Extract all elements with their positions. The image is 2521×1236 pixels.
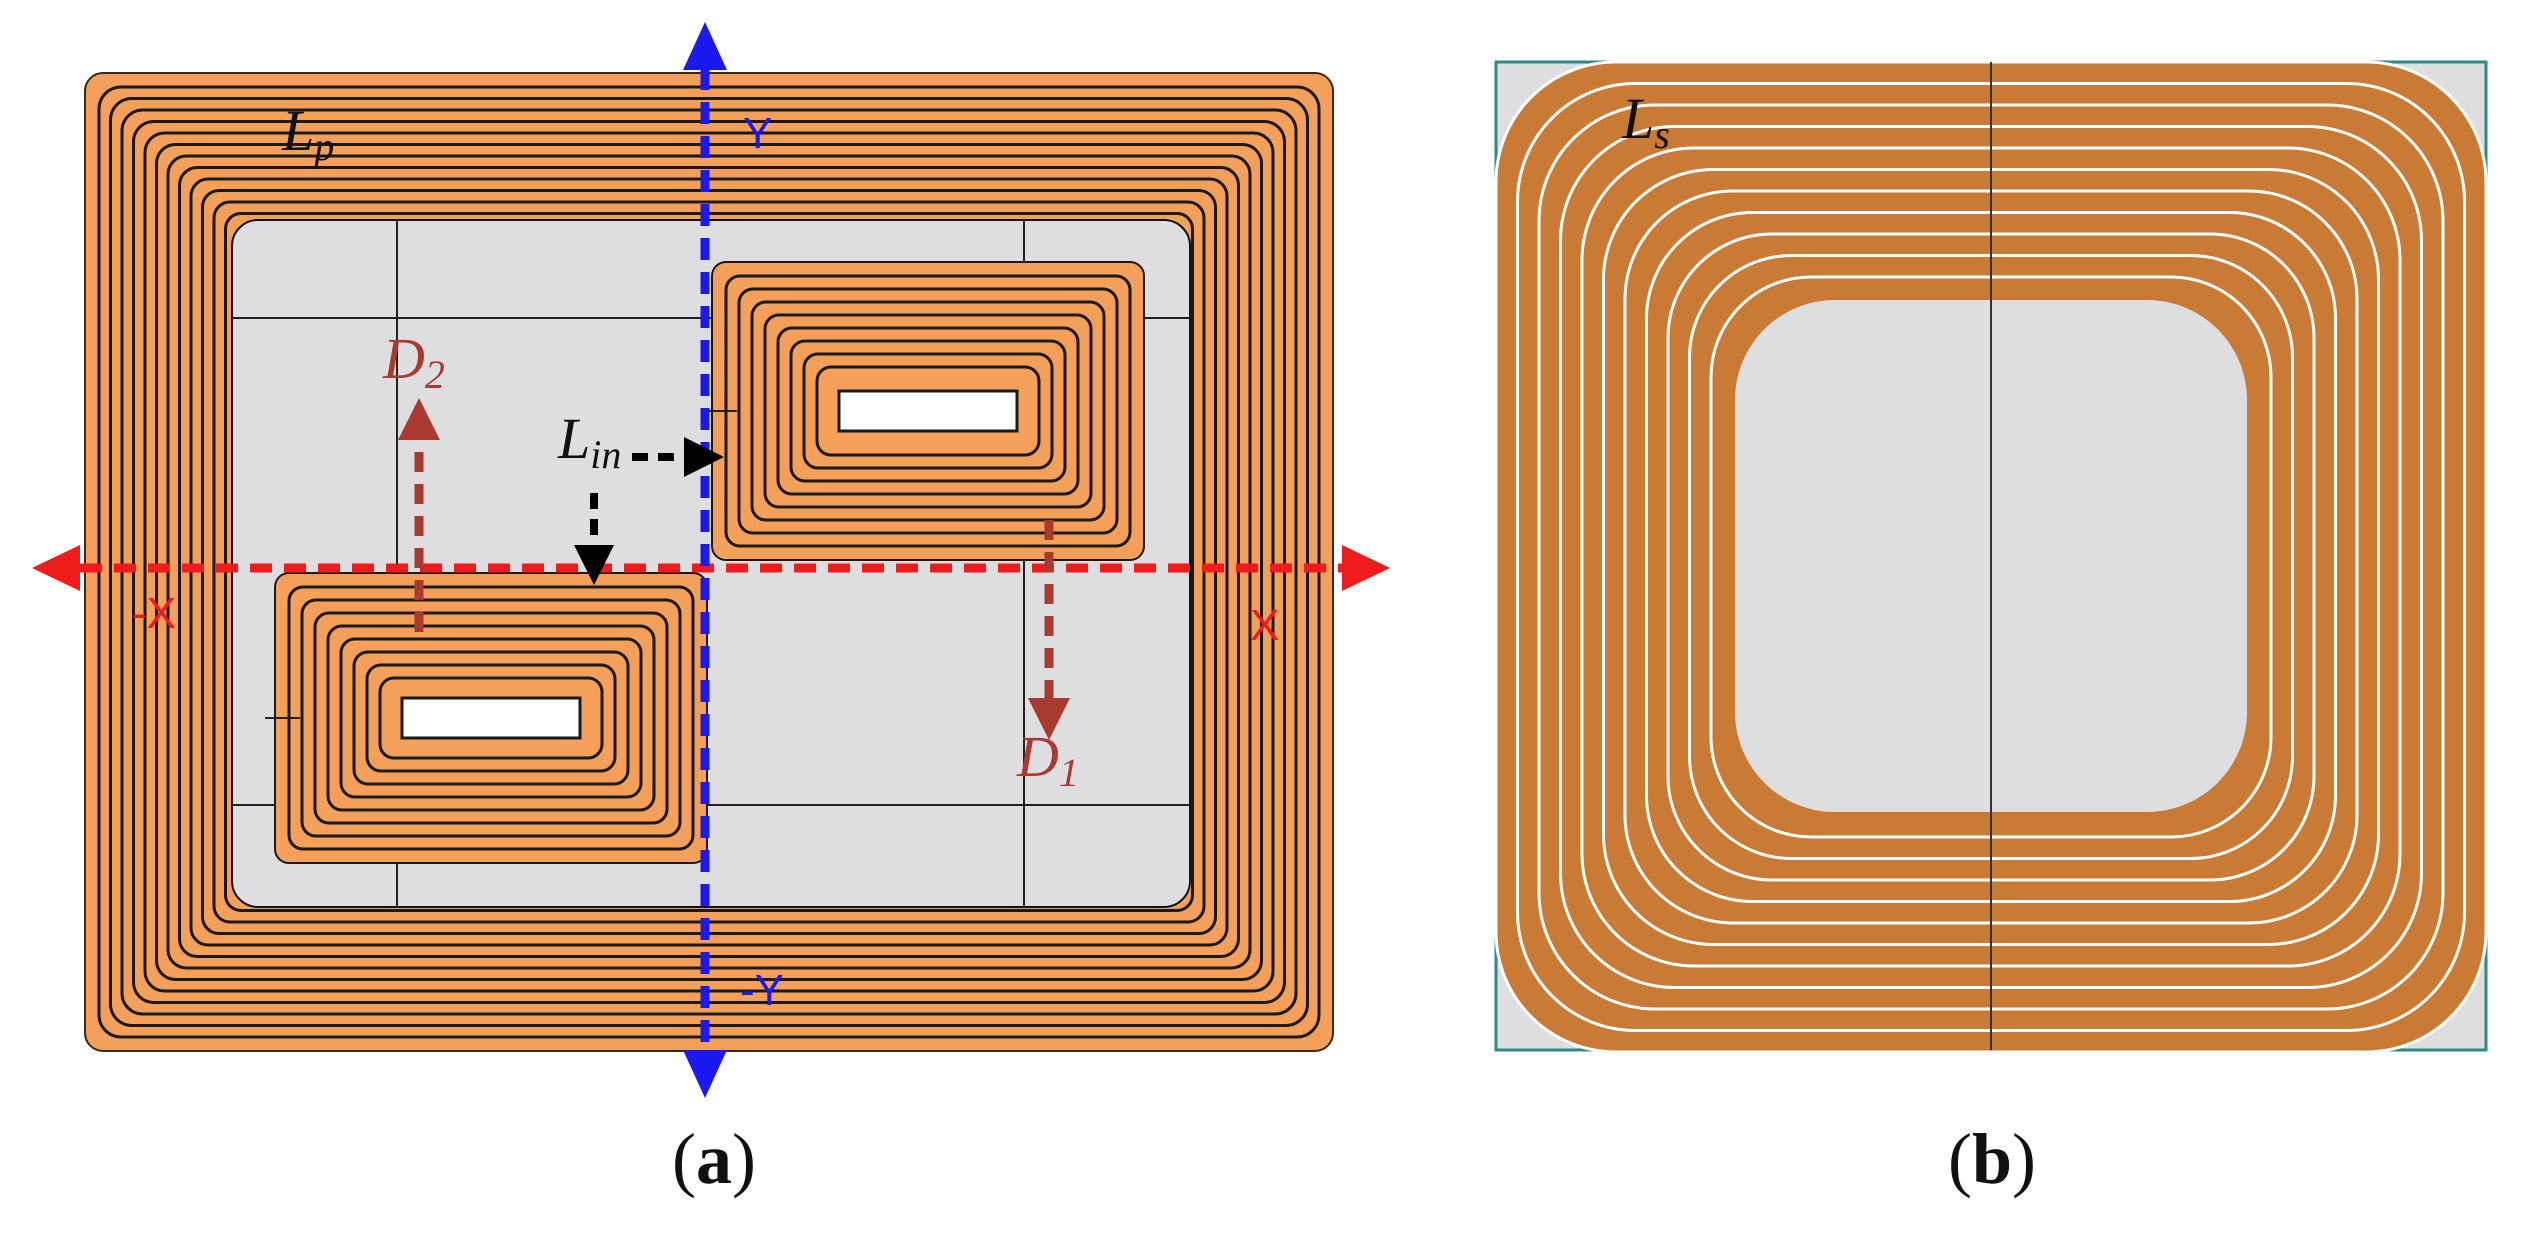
outer-coil-label: Lp [281, 98, 334, 169]
secondary-coil-label: Ls [1621, 86, 1670, 157]
small-coil-turn [750, 300, 1106, 522]
caption-a: (a) [672, 1119, 756, 1199]
small-coil-turn [339, 637, 643, 799]
small-coil-center-slot [400, 696, 582, 740]
d1-dimension-arrow [1028, 520, 1070, 740]
small-coil-turn [776, 326, 1080, 496]
caption-b: (b) [1948, 1119, 2037, 1199]
small-coil-turn [815, 365, 1041, 457]
axis-y-positive-label: Y [743, 109, 772, 158]
panel-a-primary-coil: Lp Lin D2 D1 -X X Y -Y [32, 22, 1390, 1098]
axis-y-negative-label: -Y [740, 966, 784, 1015]
lin-leader-arrow [574, 437, 724, 585]
inner-coil-upper-right [702, 261, 1145, 561]
d2-label: D2 [382, 326, 445, 397]
d1-label: D1 [1016, 724, 1079, 795]
axis-x-negative-label: -X [132, 589, 176, 638]
small-coil-turn [352, 650, 630, 786]
inner-coil-label: Lin [557, 406, 621, 477]
small-coil-turn [802, 352, 1054, 470]
axis-x-positive-label: X [1250, 601, 1279, 650]
panel-b-secondary-coil: Ls [1494, 60, 2488, 1054]
inner-coil-lower-left [265, 572, 708, 864]
small-coil-turn [365, 663, 617, 773]
small-coil-turn [326, 624, 656, 812]
x-axis-double-arrow [32, 545, 1390, 591]
small-coil-turn [313, 611, 669, 825]
small-coil-turn [737, 287, 1119, 535]
y-axis-double-arrow [683, 22, 727, 1098]
small-coil-turn [378, 676, 604, 760]
d2-dimension-arrow [398, 398, 440, 632]
small-coil-turn [300, 598, 682, 838]
small-coil-turn [789, 339, 1067, 483]
small-coil-center-slot [837, 389, 1019, 433]
small-coil-turn [763, 313, 1093, 509]
